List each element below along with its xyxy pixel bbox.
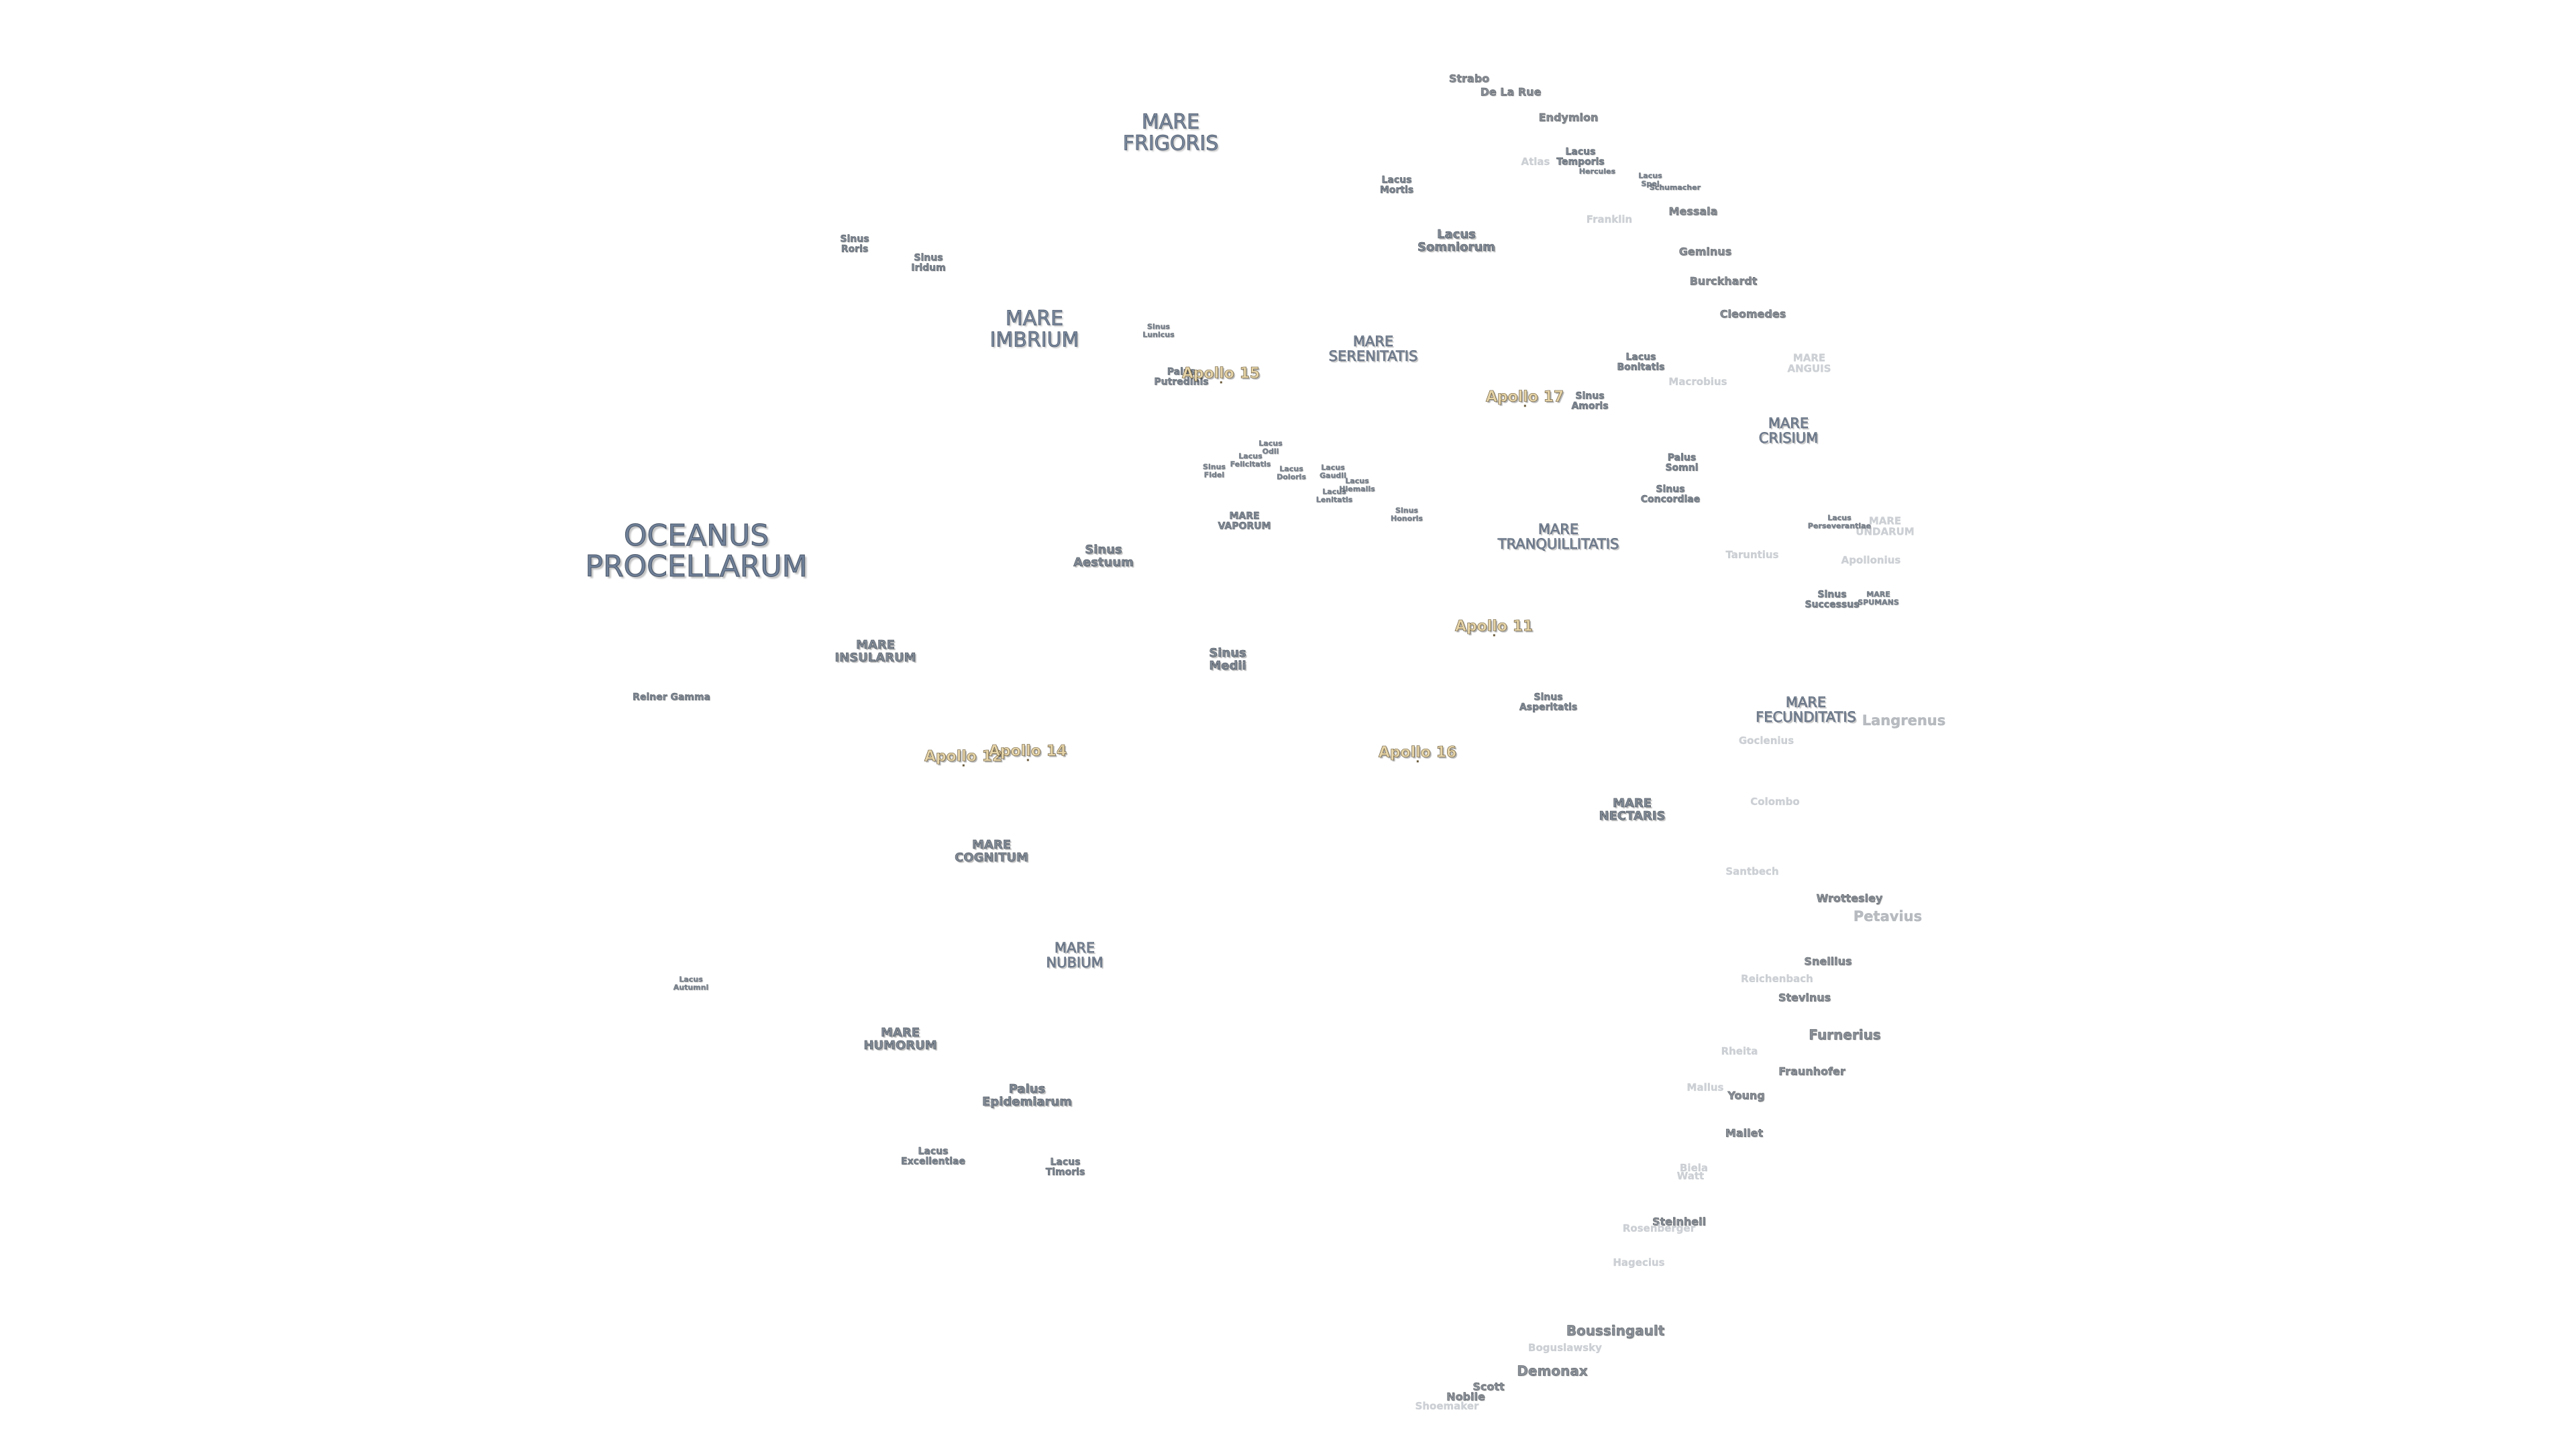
label-cleomedes: Cleomedes: [1719, 307, 1786, 321]
label-demonax: Demonax: [1517, 1362, 1588, 1379]
label-oceanus-procellarum: OCEANUS PROCELLARUM: [585, 518, 808, 584]
label-lacus-felicitatis: Lacus Felicitatis: [1230, 451, 1271, 468]
label-apollo-15: Apollo 15: [1181, 365, 1260, 384]
label-lacus-autumni: Lacus Autumni: [673, 975, 709, 991]
label-lacus-somniorum: Lacus Somniorum: [1417, 227, 1495, 254]
label-boguslawsky: Boguslawsky: [1528, 1342, 1602, 1354]
label-lacus-hiemalis: Lacus Hiemalis: [1339, 476, 1375, 493]
label-palus-putredinis: Palus Putredinis: [1154, 366, 1209, 387]
label-sinus-medii: Sinus Medii: [1209, 646, 1246, 673]
label-fraunhofer: Fraunhofer: [1778, 1065, 1845, 1078]
label-rheita: Rheita: [1721, 1045, 1758, 1058]
label-mare-vaporum: MARE VAPORUM: [1218, 511, 1271, 531]
label-mare-cognitum: MARE COGNITUM: [955, 838, 1028, 865]
label-palus-epidemiarum: Palus Epidemiarum: [982, 1082, 1072, 1109]
label-hagecius: Hagecius: [1613, 1256, 1665, 1269]
label-lacus-mortis: Lacus Mortis: [1379, 174, 1414, 195]
label-sinus-fidei: Sinus Fidei: [1203, 462, 1226, 479]
label-mare-tranquillitatis: MARE TRANQUILLITATIS: [1497, 521, 1619, 552]
label-lacus-perseverantiae: Lacus Perseverantiae: [1807, 513, 1872, 530]
label-lacus-bonitatis: Lacus Bonitatis: [1617, 352, 1665, 372]
label-mare-nubium: MARE NUBIUM: [1046, 939, 1104, 971]
label-colombo: Colombo: [1750, 796, 1800, 808]
label-lacus-gaudii: Lacus Gaudii: [1320, 463, 1346, 480]
label-lacus-temporis: Lacus Temporis: [1556, 146, 1605, 167]
label-furnerius: Furnerius: [1809, 1026, 1881, 1043]
label-schumacher: Schumacher: [1649, 183, 1701, 193]
label-sinus-aestuum: Sinus Aestuum: [1073, 543, 1134, 570]
label-santbech: Santbech: [1725, 865, 1779, 878]
label-lacus-lenitatis: Lacus Lenitatis: [1316, 487, 1353, 504]
label-langrenus: Langrenus: [1862, 712, 1946, 729]
label-apollo-14: Apollo 14: [988, 743, 1067, 761]
label-strabo: Strabo: [1448, 72, 1490, 85]
label-macrobius: Macrobius: [1668, 376, 1727, 388]
label-watt: Watt: [1676, 1170, 1705, 1183]
label-sinus-roris: Sinus Roris: [840, 233, 869, 254]
label-de-la-rue: De La Rue: [1480, 85, 1542, 99]
label-lacus-spei: Lacus Spei: [1638, 171, 1662, 188]
label-biela: Biela: [1679, 1162, 1709, 1175]
label-lacus-excellentiae: Lacus Excellentiae: [901, 1146, 965, 1167]
label-goclenius: Goclenius: [1738, 735, 1794, 747]
label-mare-nectaris: MARE NECTARIS: [1599, 796, 1666, 823]
label-sinus-iridum: Sinus Iridum: [911, 252, 946, 273]
label-atlas: Atlas: [1521, 156, 1550, 168]
label-nobile: Nobile: [1446, 1390, 1485, 1403]
label-wrottesley: Wrottesley: [1816, 892, 1883, 905]
label-reichenbach: Reichenbach: [1741, 973, 1813, 985]
label-apollonius: Apollonius: [1841, 554, 1901, 567]
label-apollo-16: Apollo 16: [1378, 744, 1457, 763]
label-shoemaker: Shoemaker: [1415, 1400, 1479, 1413]
label-mare-undarum: MARE UNDARUM: [1856, 515, 1915, 537]
label-scott: Scott: [1472, 1380, 1505, 1393]
label-snellius: Snellius: [1804, 955, 1852, 968]
label-mare-imbrium: MARE IMBRIUM: [989, 307, 1079, 352]
label-sinus-lunicus: Sinus Lunicus: [1142, 322, 1175, 339]
label-petavius: Petavius: [1853, 908, 1923, 924]
label-sinus-honoris: Sinus Honoris: [1391, 506, 1423, 523]
label-sinus-asperitatis: Sinus Asperitatis: [1519, 692, 1578, 712]
label-apollo-17: Apollo 17: [1485, 388, 1564, 407]
label-apollo-12: Apollo 12: [924, 748, 1003, 767]
label-mallus: Mallus: [1686, 1081, 1724, 1094]
label-mare-crisium: MARE CRISIUM: [1758, 415, 1819, 446]
label-burckhardt: Burckhardt: [1689, 274, 1758, 288]
label-mare-humorum: MARE HUMORUM: [863, 1026, 937, 1053]
label-mare-spumans: MARE SPUMANS: [1858, 590, 1899, 606]
label-mare-serenitatis: MARE SERENITATIS: [1328, 333, 1418, 364]
label-mare-anguis: MARE ANGUIS: [1787, 352, 1831, 374]
label-sinus-amoris: Sinus Amoris: [1571, 390, 1609, 411]
label-young: Young: [1727, 1089, 1765, 1102]
label-sinus-successus: Sinus Successus: [1805, 589, 1860, 610]
label-messala: Messala: [1668, 205, 1718, 218]
label-geminus: Geminus: [1678, 245, 1732, 258]
label-franklin: Franklin: [1586, 213, 1633, 226]
label-lacus-doloris: Lacus Doloris: [1277, 464, 1306, 481]
label-mallet: Mallet: [1725, 1126, 1764, 1140]
label-boussingault: Boussingault: [1566, 1322, 1665, 1339]
label-mare-frigoris: MARE FRIGORIS: [1122, 110, 1219, 155]
label-lacus-odii: Lacus Odii: [1258, 439, 1283, 455]
label-lacus-timoris: Lacus Timoris: [1045, 1157, 1085, 1177]
label-endymion: Endymion: [1538, 111, 1599, 124]
label-apollo-11: Apollo 11: [1454, 618, 1534, 637]
label-sinus-concordiae: Sinus Concordiae: [1640, 484, 1701, 504]
label-stevinus: Stevinus: [1778, 991, 1831, 1004]
label-palus-somni: Palus Somni: [1665, 452, 1699, 473]
label-rosenberger: Rosenberger: [1622, 1222, 1696, 1235]
label-mare-fecunditatis: MARE FECUNDITATIS: [1756, 694, 1856, 725]
label-reiner-gamma: Reiner Gamma: [633, 692, 710, 703]
label-taruntius: Taruntius: [1725, 549, 1779, 561]
label-steinheil: Steinheil: [1652, 1215, 1707, 1228]
label-mare-insularum: MARE INSULARUM: [835, 638, 916, 665]
label-hercules: Hercules: [1578, 167, 1616, 176]
